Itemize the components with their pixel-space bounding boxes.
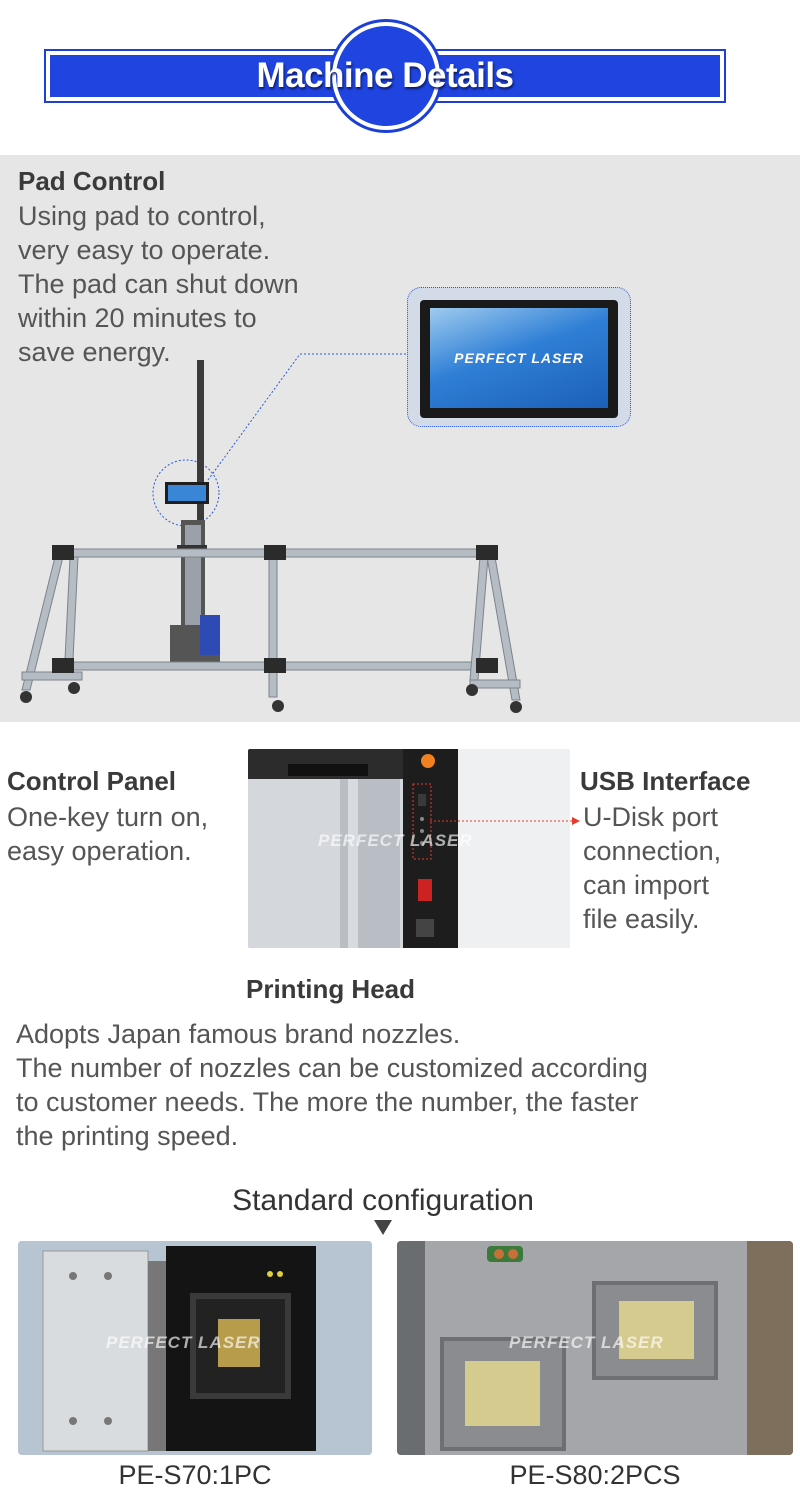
- tablet-brand-logo: PERFECT LASER: [454, 350, 584, 366]
- printing-head-description: Adopts Japan famous brand nozzles. The n…: [16, 1019, 648, 1151]
- usb-interface-title: USB Interface: [580, 766, 751, 796]
- photo-watermark: PERFECT LASER: [106, 1333, 261, 1352]
- printhead-right-illustration: [397, 1241, 793, 1455]
- header-banner-circle: [336, 26, 436, 126]
- usb-interface-description: U-Disk port connection, can import file …: [583, 802, 722, 934]
- photo-watermark: PERFECT LASER: [318, 831, 473, 850]
- machine-overview-panel: [0, 155, 800, 722]
- pad-control-description: Using pad to control, very easy to opera…: [18, 201, 299, 367]
- printhead-photo-left: PERFECT LASER: [18, 1241, 372, 1455]
- control-panel-photo: PERFECT LASER: [248, 749, 570, 948]
- printhead-photo-right: PERFECT LASER: [397, 1241, 793, 1455]
- page-title: Machine Details: [256, 56, 514, 95]
- photo-watermark: PERFECT LASER: [509, 1333, 664, 1352]
- left-config-caption: PE-S70:1PC: [118, 1460, 272, 1490]
- down-arrow-icon: [374, 1220, 392, 1235]
- control-panel-illustration: [248, 749, 570, 948]
- control-panel-title: Control Panel: [7, 766, 177, 796]
- tablet-screen: [430, 308, 608, 408]
- control-panel-description: One-key turn on, easy operation.: [7, 802, 209, 866]
- standard-configuration-title: Standard configuration: [232, 1184, 534, 1217]
- right-config-caption: PE-S80:2PCS: [509, 1460, 681, 1490]
- printhead-left-illustration: [18, 1241, 372, 1455]
- machine-illustration: [20, 353, 522, 713]
- usb-callout-line: [430, 817, 580, 825]
- printing-head-title: Printing Head: [246, 974, 416, 1004]
- pad-control-title: Pad Control: [18, 166, 166, 196]
